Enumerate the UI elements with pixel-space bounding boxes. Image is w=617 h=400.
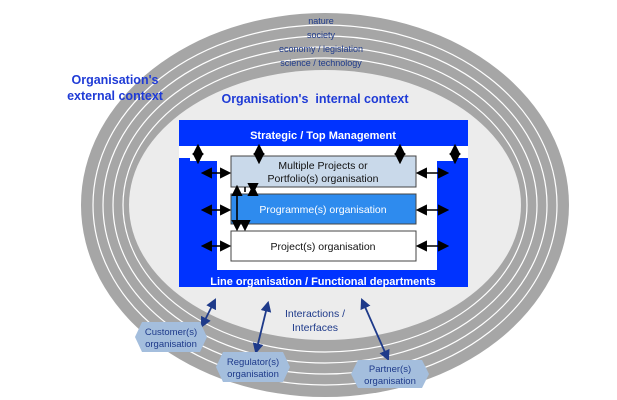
layer-label-science: science / technology xyxy=(280,58,362,68)
external-context-label-line1: Organisation's xyxy=(71,73,158,87)
interactions-label-line1: Interactions / xyxy=(285,308,345,320)
portfolio-label-line2: Portfolio(s) organisation xyxy=(268,173,379,185)
regulator-label-line2: organisation xyxy=(227,369,279,380)
ring-line xyxy=(122,57,528,353)
stakeholder-partner: Partner(s) organisation xyxy=(351,360,429,388)
ring-line xyxy=(112,46,538,364)
stakeholder-arrows xyxy=(201,298,390,361)
regulator-label-line1: Regulator(s) xyxy=(227,357,279,368)
ring-line xyxy=(102,35,548,375)
customer-label-line1: Customer(s) xyxy=(145,327,197,338)
partner-label-line2: organisation xyxy=(364,376,416,387)
portfolio-label-line1: Multiple Projects or xyxy=(278,160,368,172)
partner-shape xyxy=(351,360,429,388)
customer-label-line2: organisation xyxy=(145,339,197,350)
partner-label-line1: Partner(s) xyxy=(369,364,411,375)
line-organisation-label: Line organisation / Functional departmen… xyxy=(210,276,436,288)
customer-shape xyxy=(135,322,207,352)
ring-line xyxy=(92,24,558,386)
programme-box xyxy=(230,193,417,225)
external-context-label-line2: external context xyxy=(67,89,164,103)
project-label: Project(s) organisation xyxy=(270,241,375,253)
interface-arrows xyxy=(192,143,461,252)
layer-label-economy: economy / legislation xyxy=(279,44,363,54)
arrow-partner xyxy=(360,298,390,361)
stakeholder-customer: Customer(s) organisation xyxy=(135,322,207,352)
top-management-label: Strategic / Top Management xyxy=(250,130,396,142)
interactions-label-line2: Interfaces xyxy=(292,322,338,334)
arrow-regulator xyxy=(252,300,272,355)
regulator-shape xyxy=(216,352,290,382)
layer-label-nature: nature xyxy=(308,16,334,26)
internal-context-label: Organisation's internal context xyxy=(221,92,409,106)
stakeholder-regulator: Regulator(s) organisation xyxy=(216,352,290,382)
programme-label: Programme(s) organisation xyxy=(259,204,386,216)
project-box xyxy=(230,230,417,262)
separator-notch xyxy=(190,157,217,161)
arrow-customer xyxy=(201,298,216,328)
layer-label-society: society xyxy=(307,30,336,40)
separator-notch xyxy=(437,157,455,161)
